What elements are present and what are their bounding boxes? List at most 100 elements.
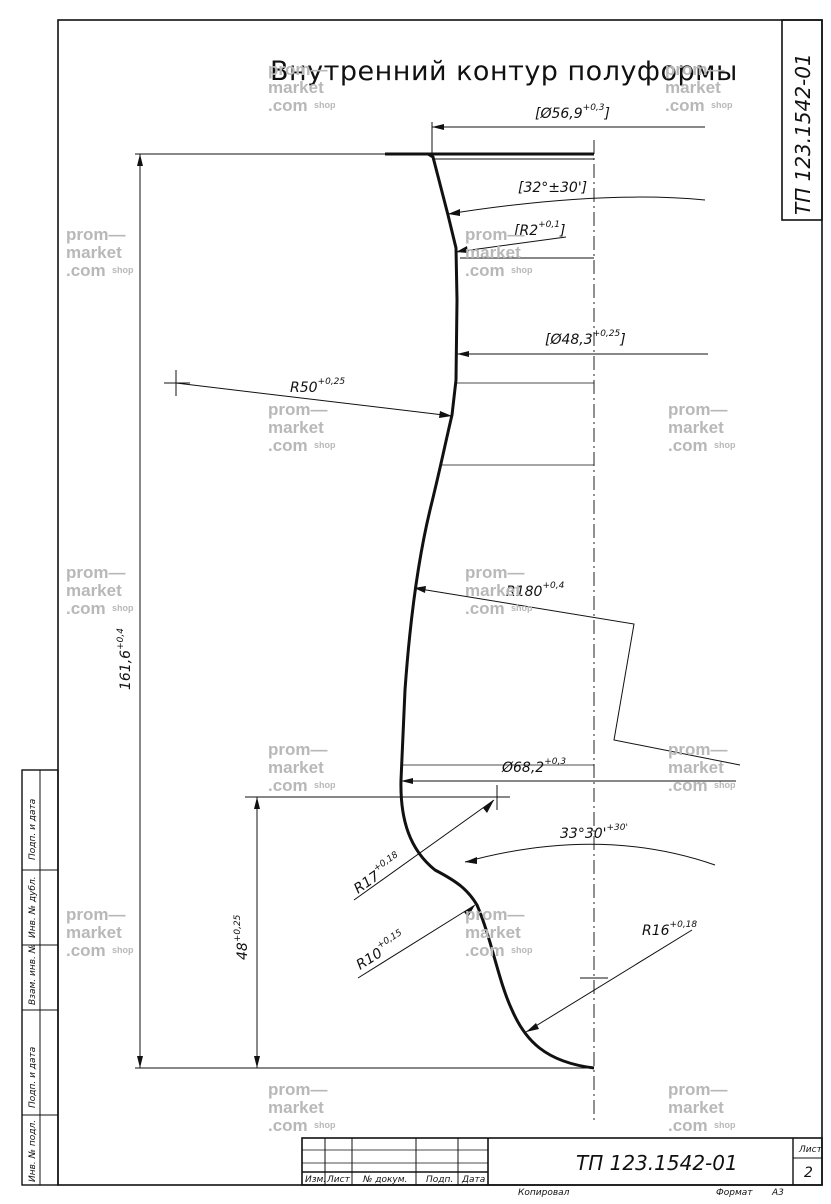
watermark-text: market bbox=[268, 78, 324, 97]
r10-label: R10+0,15 bbox=[352, 928, 409, 973]
watermark-text: prom— bbox=[465, 225, 525, 244]
watermark-text: .com bbox=[465, 941, 505, 960]
watermark-text: prom— bbox=[268, 400, 328, 419]
watermark-text: prom— bbox=[268, 1080, 328, 1099]
arrow bbox=[526, 1023, 539, 1032]
watermark-text: prom— bbox=[268, 740, 328, 759]
dim-r50: R50+0,25 bbox=[290, 377, 345, 396]
watermark-text: market bbox=[668, 1098, 724, 1117]
strip-label-2: Инв. № дубл. bbox=[28, 876, 38, 938]
r50-leader bbox=[175, 382, 453, 417]
watermark-text: .com bbox=[268, 776, 308, 795]
arrow bbox=[254, 797, 260, 809]
height-value: 161,6 bbox=[118, 650, 134, 690]
arrow bbox=[464, 905, 475, 917]
watermark-text: market bbox=[668, 418, 724, 437]
tb-sheet-number: 2 bbox=[804, 1165, 813, 1181]
r2-tol: +0,1 bbox=[538, 220, 560, 230]
dim-d56: [Ø56,9+0,3] bbox=[535, 103, 610, 122]
watermark-text: .com bbox=[668, 1116, 708, 1135]
watermark-text: market bbox=[268, 1098, 324, 1117]
watermark-suffix: shop bbox=[511, 945, 533, 955]
watermark-text: .com bbox=[665, 96, 705, 115]
arrow bbox=[432, 124, 444, 130]
side-code: ТП 123.1542-01 bbox=[791, 53, 815, 215]
dim-d68: Ø68,2+0,3 bbox=[501, 757, 566, 776]
tb-header-4: Подп. bbox=[426, 1175, 453, 1185]
watermark-text: prom— bbox=[66, 225, 126, 244]
watermark-text: prom— bbox=[66, 563, 126, 582]
watermark-suffix: shop bbox=[112, 945, 134, 955]
watermark-text: market bbox=[465, 581, 521, 600]
angle-33-tol: +30' bbox=[606, 823, 627, 833]
dim-r16: R16+0,18 bbox=[642, 920, 697, 939]
r2-close: ] bbox=[559, 223, 565, 239]
arrow bbox=[456, 246, 468, 253]
r10-leader bbox=[357, 904, 476, 979]
arrow bbox=[401, 778, 413, 784]
dim-r180: R180+0,4 bbox=[506, 581, 565, 600]
r2-value: [R2 bbox=[514, 223, 538, 239]
angle-arc-top bbox=[447, 196, 706, 215]
svg-text:161,6+0,4: 161,6+0,4 bbox=[116, 628, 134, 690]
arrow bbox=[457, 351, 469, 357]
height-tol: +0,4 bbox=[116, 628, 126, 650]
tb-header-1: Изм. bbox=[305, 1175, 326, 1185]
watermark-text: prom— bbox=[465, 563, 525, 582]
arrow bbox=[448, 209, 460, 216]
watermark-text: .com bbox=[465, 261, 505, 280]
watermark-text: prom— bbox=[668, 400, 728, 419]
angle-arc-bottom bbox=[464, 843, 716, 866]
d48-close: ] bbox=[619, 332, 625, 348]
svg-text:R10+0,15: R10+0,15 bbox=[352, 928, 409, 973]
d48-value: [Ø48,3 bbox=[545, 332, 593, 348]
watermark: prom—market.com shop bbox=[66, 225, 134, 280]
r180-tol: +0,4 bbox=[542, 581, 564, 591]
watermark-text: .com bbox=[66, 941, 106, 960]
strip-label-4: Подп. и дата bbox=[28, 1047, 38, 1108]
r16-tol: +0,18 bbox=[670, 920, 698, 930]
r16-leader bbox=[525, 929, 693, 1033]
watermark-suffix: shop bbox=[711, 100, 733, 110]
r17-leader bbox=[353, 799, 495, 901]
tb-header-5: Дата bbox=[461, 1175, 485, 1185]
strip-label-1: Подп. и дата bbox=[28, 799, 38, 860]
watermark-text: market bbox=[66, 581, 122, 600]
watermark-text: prom— bbox=[665, 60, 725, 79]
d68-value: Ø68,2 bbox=[501, 760, 544, 776]
arrow bbox=[254, 1056, 260, 1068]
watermark-text: market bbox=[66, 243, 122, 262]
arrow bbox=[465, 857, 477, 864]
strip-label-3: Взам. инв. № bbox=[28, 944, 38, 1005]
arrow bbox=[137, 1056, 143, 1068]
arrow bbox=[414, 586, 426, 593]
outer-frame bbox=[57, 19, 823, 1186]
dim-angle-32: [32°±30'] bbox=[518, 180, 587, 196]
watermark-text: market bbox=[465, 923, 521, 942]
watermark-suffix: shop bbox=[112, 265, 134, 275]
watermark-text: .com bbox=[668, 776, 708, 795]
watermark-suffix: shop bbox=[112, 603, 134, 613]
tb-format-label: Формат bbox=[716, 1188, 753, 1198]
tb-format-value: А3 bbox=[771, 1188, 784, 1198]
h48-value: 48 bbox=[235, 942, 251, 960]
inner-contour bbox=[399, 152, 595, 1070]
watermark-text: market bbox=[268, 758, 324, 777]
watermark-text: .com bbox=[66, 261, 106, 280]
watermark-suffix: shop bbox=[314, 1120, 336, 1130]
r50-tol: +0,25 bbox=[318, 377, 346, 387]
watermark-text: prom— bbox=[668, 740, 728, 759]
watermark-text: prom— bbox=[66, 905, 126, 924]
